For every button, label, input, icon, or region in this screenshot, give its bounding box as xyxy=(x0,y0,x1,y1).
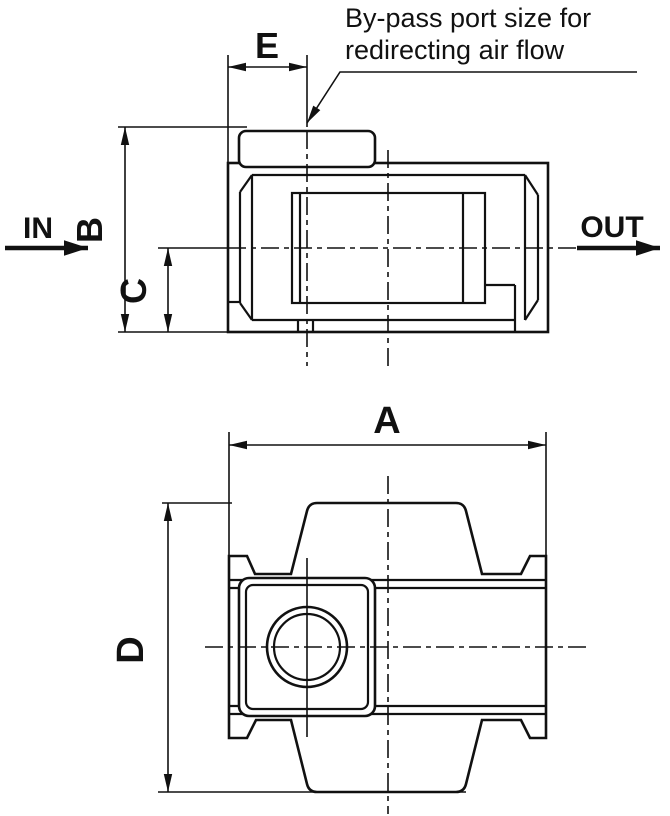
annotation-line-1: By-pass port size for xyxy=(345,3,591,33)
side-view xyxy=(158,129,600,367)
in-label: IN xyxy=(23,212,53,245)
dimension-e-label: E xyxy=(255,25,279,66)
flow-in: IN xyxy=(5,212,88,256)
flow-out: OUT xyxy=(577,211,660,256)
inlet-chamfer-bottom xyxy=(239,302,253,321)
dimension-b: B xyxy=(69,126,247,333)
dimension-a: A xyxy=(228,400,547,556)
outlet-chamfer-top xyxy=(524,174,539,196)
inlet-chamfer-top xyxy=(239,174,253,193)
front-view xyxy=(205,476,588,814)
bypass-annotation: By-pass port size for redirecting air fl… xyxy=(306,3,637,124)
dimension-c-label: C xyxy=(113,278,154,304)
annotation-line-2: redirecting air flow xyxy=(345,35,565,65)
out-label: OUT xyxy=(580,211,643,244)
dimension-c: C xyxy=(113,248,173,332)
dimension-d: D xyxy=(110,502,466,793)
outlet-chamfer-bottom xyxy=(524,299,539,321)
side-view-internal-lines xyxy=(228,173,540,332)
dimension-b-label: B xyxy=(69,217,110,243)
annotation-leader-line xyxy=(306,71,637,124)
dimension-d-label: D xyxy=(110,636,152,663)
dimension-a-label: A xyxy=(373,400,400,442)
